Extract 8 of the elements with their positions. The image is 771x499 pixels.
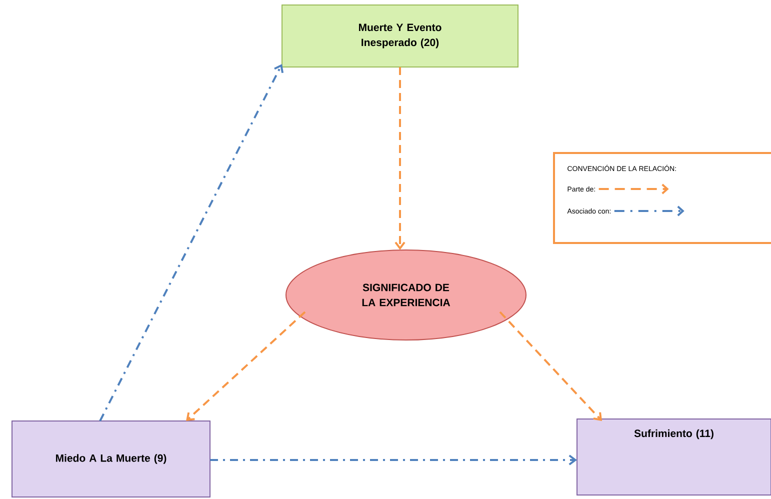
arrow <box>99 64 284 422</box>
concept-box: Muerte Y Evento Inesperado (20) <box>282 4 518 68</box>
arrow <box>499 311 602 421</box>
arrow <box>210 454 577 466</box>
concept-box: Sufrimiento (11) <box>576 418 771 496</box>
concept-box: Miedo A La Muerte (9) <box>12 420 210 498</box>
arrow <box>186 311 306 421</box>
arrow <box>394 67 406 250</box>
